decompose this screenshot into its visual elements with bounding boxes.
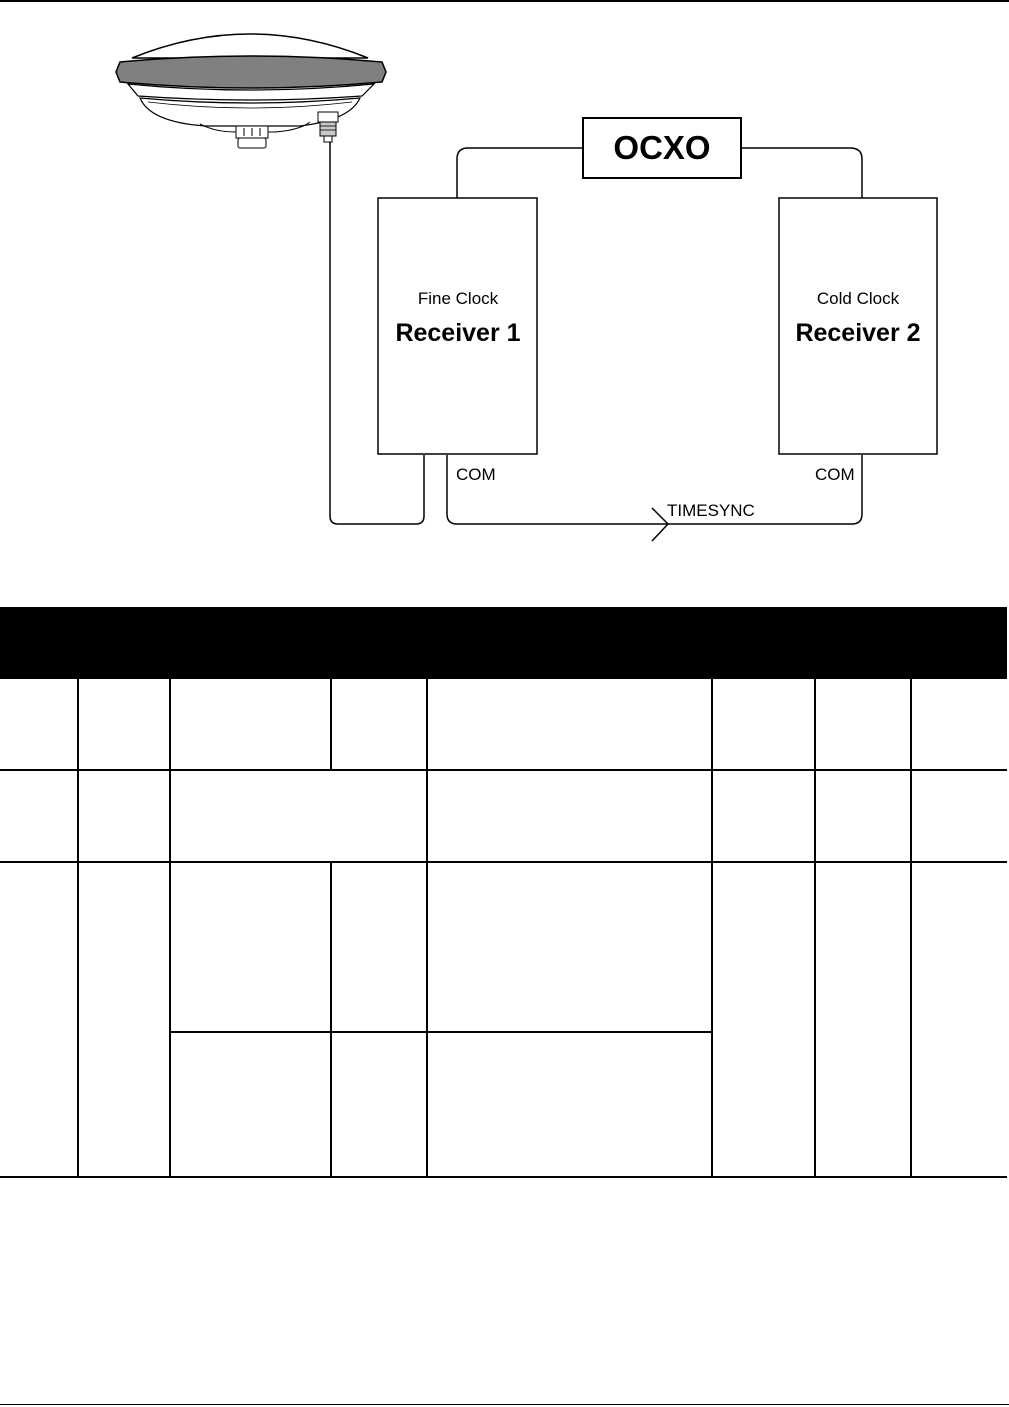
table-row	[0, 861, 1007, 1178]
table-cell	[814, 861, 912, 1178]
table-cell	[426, 677, 713, 771]
top-rule	[0, 0, 1009, 2]
data-table	[0, 607, 1007, 1178]
timesync-diagram: OCXO Fine Clock Receiver 1 Cold Clock Re…	[115, 33, 938, 542]
table-cell	[814, 677, 912, 771]
table-cell	[0, 677, 79, 771]
table-cell	[814, 769, 912, 863]
gnss-antenna-icon	[115, 33, 387, 149]
table-cell	[426, 861, 713, 1033]
table-cell	[426, 1031, 712, 1178]
table-cell	[77, 677, 171, 771]
table-cell	[711, 769, 816, 863]
receiver-1-subtitle: Fine Clock	[418, 289, 499, 308]
table-cell	[169, 677, 332, 771]
table-cell	[169, 769, 428, 863]
table-cell	[330, 1031, 428, 1178]
receiver-1-title: Receiver 1	[395, 319, 520, 347]
timesync-label: TIMESYNC	[667, 501, 755, 520]
table-cell	[910, 677, 1007, 771]
table-row	[0, 1031, 1007, 1178]
receiver-2-box	[778, 197, 938, 455]
table-cell	[330, 861, 428, 1033]
receiver-1-com-label: COM	[456, 465, 496, 484]
table-cell	[711, 861, 816, 1178]
table-cell	[711, 677, 816, 771]
table-cell	[0, 861, 79, 1178]
table-cell	[910, 769, 1007, 863]
receiver-2-subtitle: Cold Clock	[817, 289, 900, 308]
table-cell	[426, 769, 713, 863]
table-cell	[330, 677, 428, 771]
ocxo-link-right	[741, 147, 863, 198]
table-cell	[0, 769, 79, 863]
table-header	[0, 607, 1007, 678]
bottom-rule	[0, 1404, 1009, 1405]
ocxo-link-left	[456, 147, 583, 198]
antenna-cable	[329, 142, 425, 525]
table-cell	[77, 861, 171, 1178]
table-row	[0, 769, 1007, 863]
table-cell	[170, 1031, 332, 1178]
table-row	[0, 677, 1007, 771]
timesync-link	[446, 455, 863, 525]
ocxo-label: OCXO	[613, 129, 710, 166]
ocxo-box	[582, 117, 742, 179]
receiver-2-title: Receiver 2	[795, 319, 920, 347]
table-cell	[77, 769, 171, 863]
timesync-arrow-icon	[651, 507, 670, 542]
receiver-2-com-label: COM	[815, 465, 855, 484]
receiver-1-box	[377, 197, 538, 455]
table-cell	[910, 861, 1007, 1178]
table-cell	[169, 861, 332, 1033]
table-header-row	[0, 607, 1007, 678]
